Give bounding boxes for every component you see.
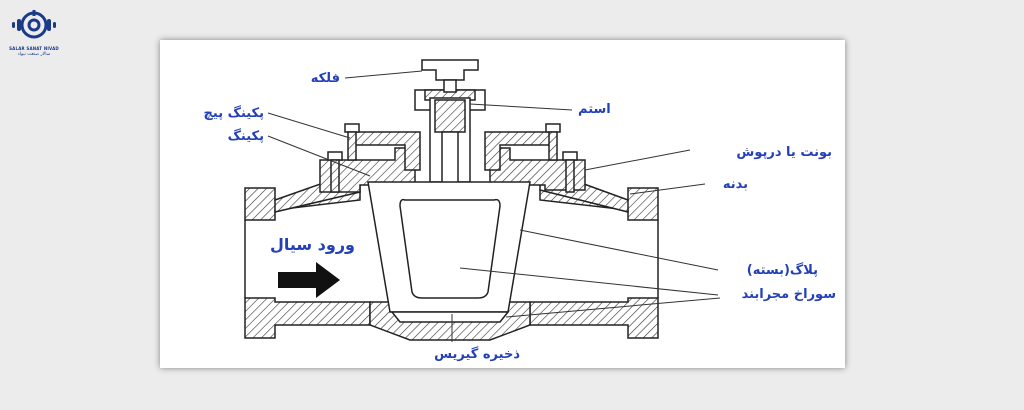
label-bonnet: بونت یا درپوش xyxy=(736,145,832,160)
label-flow-hole: سوراخ مجرابند xyxy=(742,287,836,302)
handwheel-part xyxy=(421,59,479,93)
valve-plug xyxy=(367,181,531,323)
logo-mark-icon xyxy=(12,10,56,39)
brand-name-fa: سالار صنعت نیواد xyxy=(17,52,51,57)
label-body: بدنه xyxy=(723,177,748,192)
label-packing-screw: پکینگ پیچ xyxy=(204,105,264,121)
valve-bonnet xyxy=(319,123,586,193)
diagram-panel: فلکه استم پکینگ پیچ پکینگ بونت یا درپوش … xyxy=(160,40,845,368)
label-handwheel: فلکه xyxy=(311,71,340,86)
plug-valve-diagram: فلکه استم پکینگ پیچ پکینگ بونت یا درپوش … xyxy=(204,59,836,362)
label-stem: استم xyxy=(578,102,611,117)
label-grease-reservoir: ذخیره گیریس xyxy=(434,346,520,362)
brand-name-en: SALAR SANAT NIVAD xyxy=(9,46,59,51)
label-fluid-inlet: ورود سیال xyxy=(270,235,355,254)
flow-arrow xyxy=(278,262,340,298)
brand-logo: SALAR SANAT NIVAD سالار صنعت نیواد xyxy=(8,6,60,58)
label-packing: پکینگ xyxy=(228,128,264,144)
callout-labels: فلکه استم پکینگ پیچ پکینگ بونت یا درپوش … xyxy=(204,71,836,362)
label-plug: پلاگ(بسته) xyxy=(747,261,818,278)
leader-lines xyxy=(267,70,721,342)
